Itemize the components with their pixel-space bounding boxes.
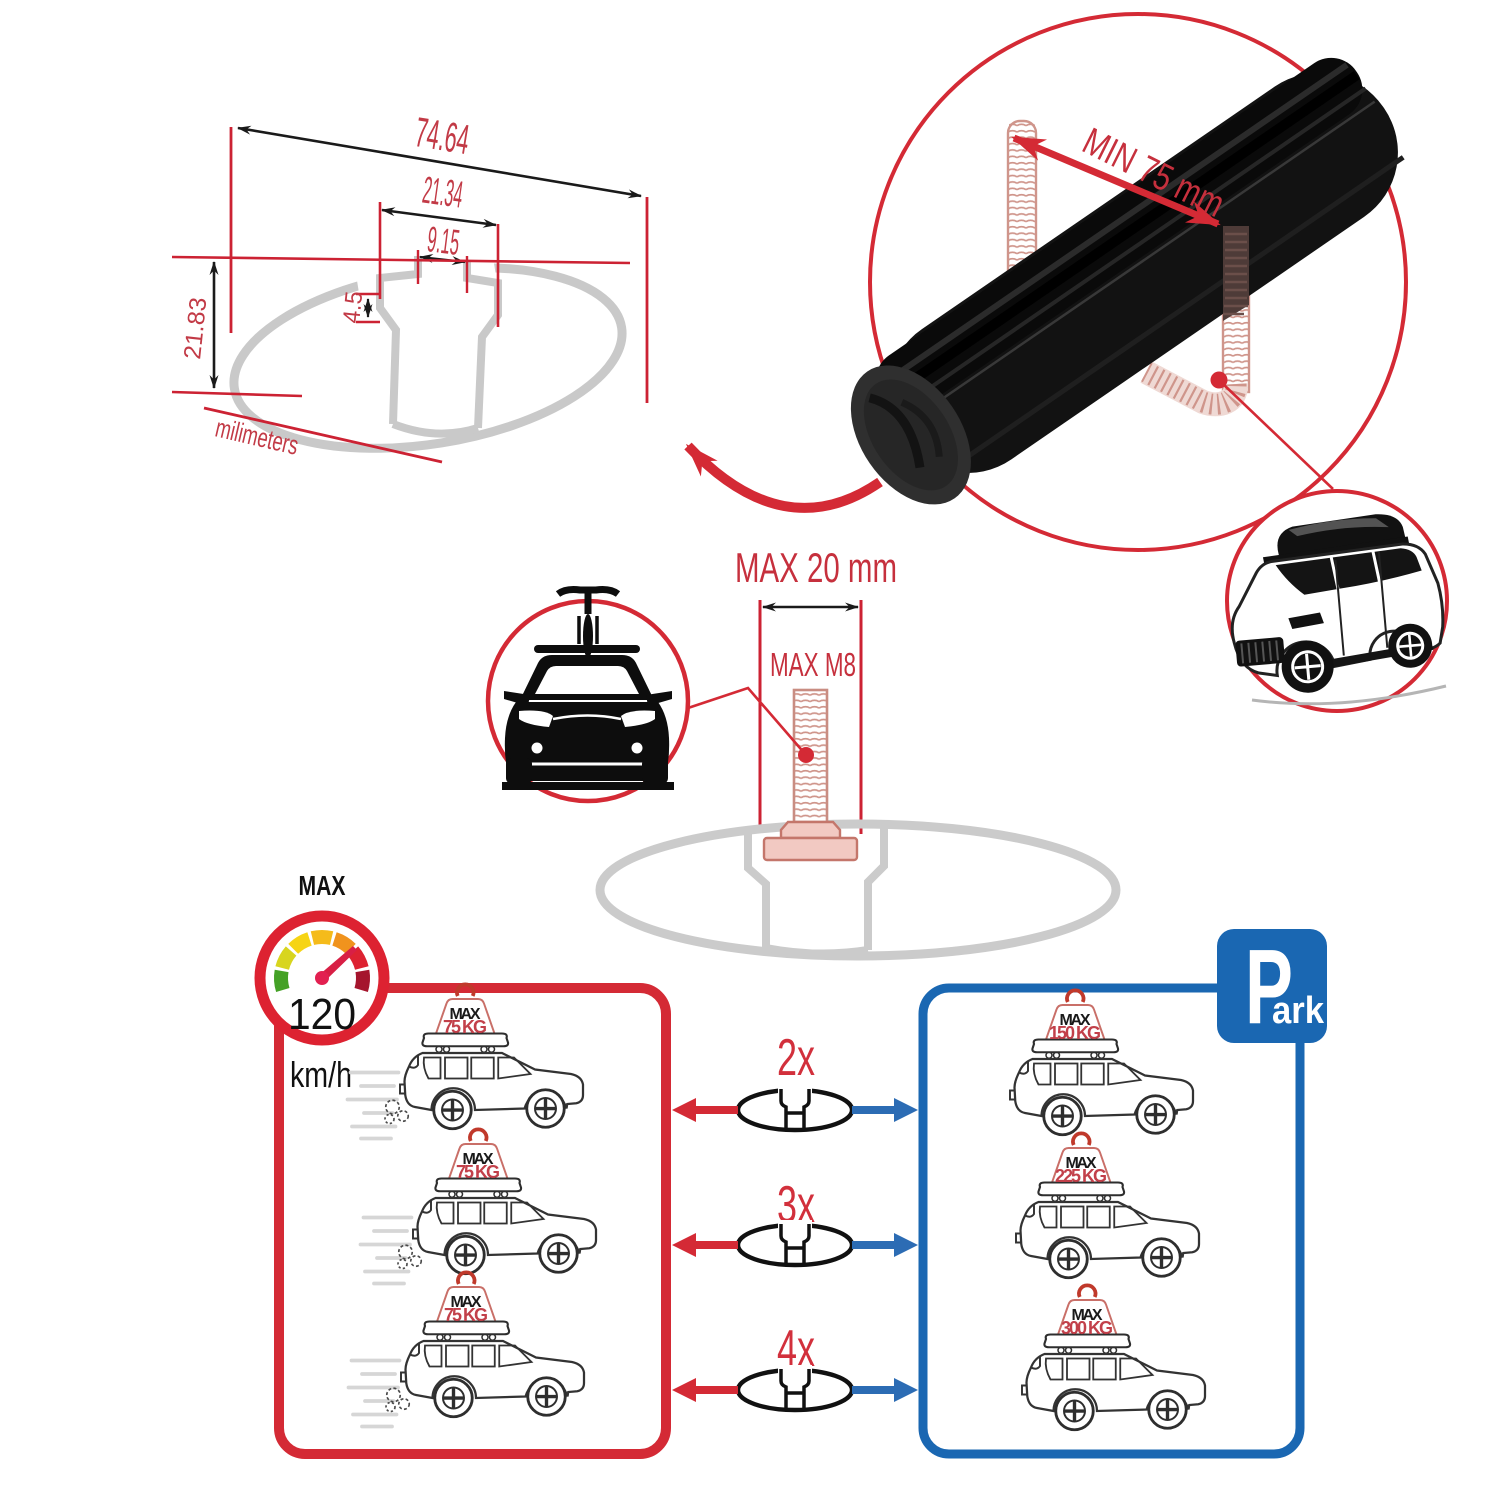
svg-text:km/h: km/h	[290, 1054, 352, 1095]
svg-text:MAX: MAX	[299, 870, 346, 901]
svg-text:P: P	[1245, 928, 1293, 1046]
svg-text:4.5: 4.5	[338, 290, 368, 325]
svg-text:75 KG: 75 KG	[456, 1162, 500, 1182]
svg-text:74.64: 74.64	[412, 108, 473, 163]
svg-text:MAX: MAX	[1060, 1012, 1091, 1029]
svg-text:21.34: 21.34	[420, 170, 465, 217]
svg-text:75 KG: 75 KG	[444, 1305, 488, 1325]
svg-text:MAX: MAX	[463, 1151, 494, 1168]
svg-text:9.15: 9.15	[425, 218, 462, 263]
svg-text:75 KG: 75 KG	[443, 1017, 487, 1037]
svg-text:225 KG: 225 KG	[1055, 1166, 1107, 1186]
svg-text:MAX: MAX	[1066, 1155, 1097, 1172]
svg-text:MAX: MAX	[1072, 1307, 1103, 1324]
svg-text:MAX: MAX	[450, 1006, 481, 1023]
svg-text:21.83: 21.83	[179, 296, 212, 360]
svg-text:MAX M8: MAX M8	[770, 646, 856, 683]
svg-text:300 KG: 300 KG	[1061, 1318, 1113, 1338]
svg-text:2x: 2x	[777, 1029, 815, 1087]
svg-text:ark: ark	[1272, 990, 1325, 1032]
svg-text:MAX 20 mm: MAX 20 mm	[735, 544, 897, 591]
svg-text:MAX: MAX	[451, 1294, 482, 1311]
svg-text:120: 120	[288, 990, 356, 1039]
svg-text:150 KG: 150 KG	[1049, 1023, 1101, 1043]
